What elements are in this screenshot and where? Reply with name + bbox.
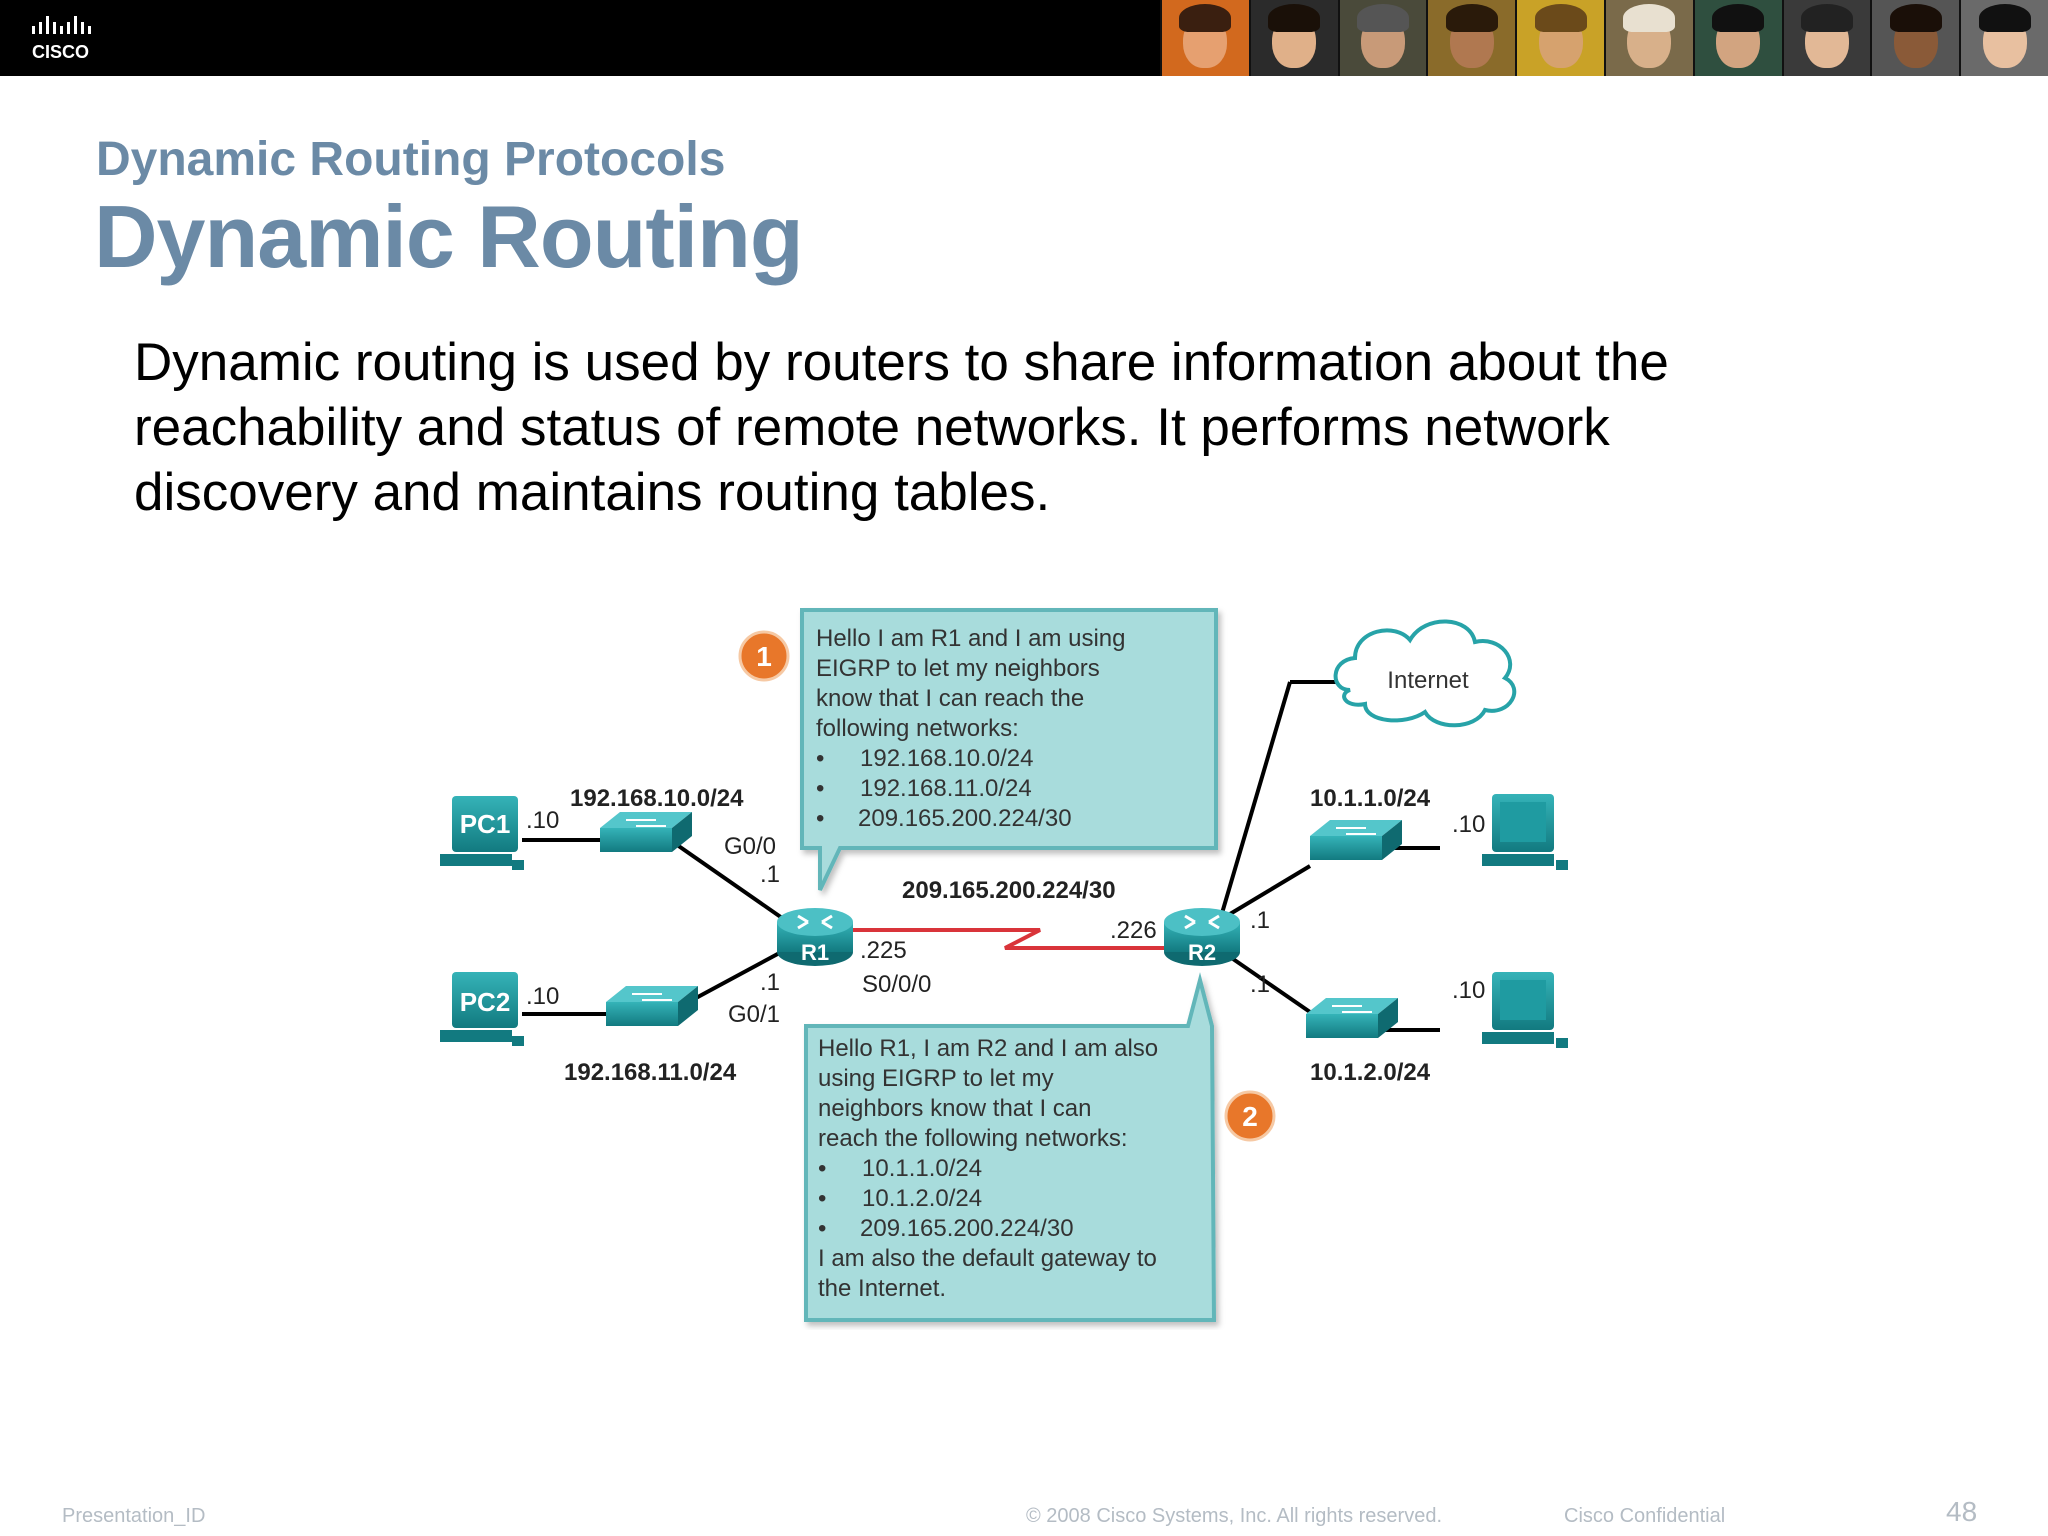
network-label: 192.168.10.0/24 [570,785,744,812]
footer-confidential: Cisco Confidential [1564,1505,1726,1527]
footer-copyright: © 2008 Cisco Systems, Inc. All rights re… [1026,1505,1443,1527]
bullet: • [818,1215,826,1242]
slide-body-text: Dynamic routing is used by routers to sh… [134,330,1834,525]
badge-number: 1 [756,641,772,672]
callout-r1 [800,608,1218,891]
callout-line: EIGRP to let my neighbors [816,655,1100,682]
badge-number: 2 [1242,1101,1258,1132]
switch-icon [606,986,698,1026]
callout-line: neighbors know that I can [818,1095,1092,1122]
host-label: .226 [1110,917,1157,944]
header-photo [1870,0,1960,76]
router-r1-icon: R1 [777,908,853,966]
header-photo [1515,0,1604,76]
interface-label: G0/1 [728,1001,780,1028]
switch-icon [1306,998,1398,1038]
internet-label: Internet [1387,667,1469,694]
callout-bullet: 192.168.11.0/24 [860,775,1032,802]
network-label: 10.1.1.0/24 [1310,785,1431,812]
page-number: 48 [1946,1496,1978,1527]
header-photo [1426,0,1516,76]
cisco-logo: CISCO [32,16,91,62]
host-label: .10 [526,983,559,1010]
body-line: discovery and maintains routing tables. [134,463,1051,522]
bullet: • [818,1185,826,1212]
network-label: 192.168.11.0/24 [564,1059,737,1086]
pc1-label: PC1 [460,809,511,839]
callout-line: Hello I am R1 and I am using [816,625,1125,652]
interface-label: S0/0/0 [862,971,931,998]
callout-line: Hello R1, I am R2 and I am also [818,1035,1158,1062]
callout-line: using EIGRP to let my [818,1065,1054,1092]
callout-line: I am also the default gateway to [818,1245,1157,1272]
slide-title: Dynamic Routing [94,187,804,286]
network-label: 209.165.200.224/30 [902,877,1116,904]
internet-cloud-icon: Internet [1333,619,1517,728]
switch-icon [1310,820,1402,860]
host-label: .1 [1250,971,1270,998]
callout-bullet: 209.165.200.224/30 [858,805,1072,832]
header-photo [1692,0,1782,76]
bullet: • [818,1155,826,1182]
header-bar: CISCO [0,0,2048,76]
bullet: • [816,805,824,832]
r1-label: R1 [801,940,829,965]
callout-bullet: 10.1.2.0/24 [862,1185,982,1212]
pc-icon [1482,794,1568,870]
header-photo [1248,0,1338,76]
pc1-icon: PC1 [440,796,524,870]
interface-label: G0/0 [724,833,776,860]
network-label: 10.1.2.0/24 [1310,1059,1431,1086]
callout-line: the Internet. [818,1275,946,1302]
pc2-icon: PC2 [440,972,524,1046]
step-2-badge: 2 [1224,1090,1276,1142]
switch-icon [600,812,692,852]
callout-r2-text: Hello R1, I am R2 and I am also using EI… [818,1035,1158,1302]
callout-bullet: 209.165.200.224/30 [860,1215,1074,1242]
callout-line: reach the following networks: [818,1125,1128,1152]
callout-line: following networks: [816,715,1019,742]
host-label: .10 [1452,811,1485,838]
footer-presentation-id: Presentation_ID [62,1505,206,1527]
slide-subtitle: Dynamic Routing Protocols [96,133,726,186]
host-label: .1 [1250,907,1270,934]
step-1-badge: 1 [738,630,790,682]
bullet: • [816,745,824,772]
bullet: • [816,775,824,802]
header-photo [1959,0,2048,76]
body-line: reachability and status of remote networ… [134,398,1610,457]
pc-icon [1482,972,1568,1048]
body-line: Dynamic routing is used by routers to sh… [134,333,1669,392]
r2-label: R2 [1188,940,1216,965]
callout-r2 [804,972,1217,1322]
serial-link [850,928,1190,950]
header-photo [1781,0,1871,76]
header-photo [1160,0,1249,76]
cisco-logo-text: CISCO [32,42,89,62]
host-label: .225 [860,937,907,964]
host-label: .1 [760,969,780,996]
header-photo-strip [1160,0,2048,76]
callout-line: know that I can reach the [816,685,1084,712]
host-label: .10 [526,807,559,834]
pc2-label: PC2 [460,987,511,1017]
network-topology-diagram: PC1 PC2 R1 R2 Internet 192 [440,608,1568,1322]
host-label: .10 [1452,977,1485,1004]
callout-bullet: 10.1.1.0/24 [862,1155,982,1182]
callout-r1-text: Hello I am R1 and I am using EIGRP to le… [816,625,1125,832]
header-photo [1337,0,1427,76]
router-r2-icon: R2 [1164,908,1240,966]
header-photo [1603,0,1693,76]
callout-bullet: 192.168.10.0/24 [860,745,1034,772]
host-label: .1 [760,861,780,888]
